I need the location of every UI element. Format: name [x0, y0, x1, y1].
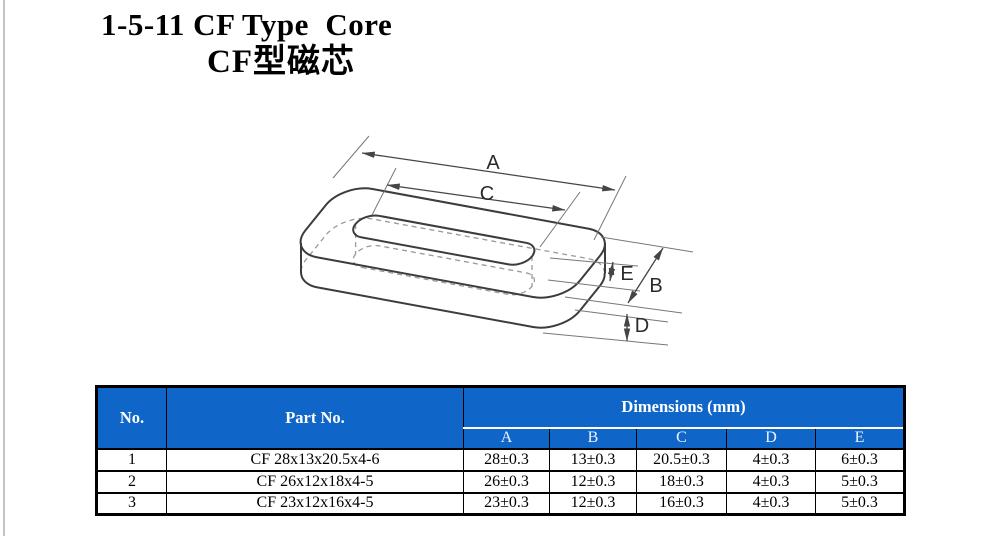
- dim-label-B: B: [649, 275, 662, 297]
- core-top-face: [288, 184, 618, 303]
- cell-no: 2: [96, 469, 167, 494]
- table-row: 1 CF 28x13x20.5x4-6 28±0.3 13±0.3 20.5±0…: [96, 447, 906, 472]
- cell-no: 3: [96, 491, 167, 516]
- subcol-header-a: A: [463, 427, 550, 449]
- cell-dim-a: 23±0.3: [463, 491, 550, 516]
- dim-label-D: D: [635, 315, 649, 337]
- cell-dim-e: 6±0.3: [814, 447, 906, 472]
- dim-line-E: [607, 261, 616, 282]
- cell-dim-a: 26±0.3: [463, 469, 550, 494]
- dim-line-A: [361, 151, 616, 192]
- cell-dim-d: 4±0.3: [726, 447, 816, 472]
- title-block: 1-5-11 CF Type Core CF型磁芯: [101, 7, 393, 81]
- cell-dim-b: 12±0.3: [549, 469, 637, 494]
- col-header-dimensions: Dimensions (mm): [462, 386, 906, 429]
- core-bottom-hidden-edges: [296, 214, 612, 322]
- col-header-no: No.: [96, 386, 167, 449]
- cell-dim-e: 5±0.3: [814, 469, 906, 494]
- subcol-header-c: C: [636, 427, 727, 449]
- cell-dim-d: 4±0.3: [726, 469, 816, 494]
- cell-dim-d: 4±0.3: [726, 491, 816, 516]
- cell-no: 1: [96, 447, 167, 472]
- page-left-edge-line: [3, 0, 5, 536]
- subcol-header-e: E: [814, 427, 906, 449]
- table-row: 3 CF 23x12x16x4-5 23±0.3 12±0.3 16±0.3 4…: [96, 491, 906, 516]
- cell-part-no: CF 28x13x20.5x4-6: [166, 447, 464, 472]
- dim-line-C: [386, 183, 566, 212]
- cell-dim-c: 16±0.3: [636, 491, 727, 516]
- dim-label-C: C: [480, 183, 494, 205]
- page-title: 1-5-11 CF Type Core: [101, 7, 393, 42]
- cell-dim-b: 13±0.3: [549, 447, 637, 472]
- dimensions-table: No. Part No. Dimensions (mm) A B C D E 1…: [95, 385, 907, 516]
- dim-label-E: E: [620, 263, 633, 285]
- table-subheader-row: A B C D E: [97, 427, 906, 449]
- dimension-lines: [361, 151, 664, 342]
- dim-line-B: [627, 247, 664, 304]
- extension-lines: [332, 135, 694, 346]
- cell-dim-e: 5±0.3: [814, 491, 906, 516]
- cell-dim-a: 28±0.3: [463, 447, 550, 472]
- subcol-header-d: D: [726, 427, 816, 449]
- cell-part-no: CF 23x12x16x4-5: [166, 491, 464, 516]
- page-subtitle-chinese: CF型磁芯: [207, 44, 355, 81]
- table-row: 2 CF 26x12x18x4-5 26±0.3 12±0.3 18±0.3 4…: [96, 469, 906, 494]
- cell-dim-c: 18±0.3: [636, 469, 727, 494]
- core-bottom-front-edge: [293, 224, 610, 332]
- cell-dim-b: 12±0.3: [549, 491, 637, 516]
- col-header-part-no: Part No.: [166, 386, 464, 449]
- dim-label-A: A: [486, 152, 500, 174]
- table-header-row: No. Part No. Dimensions (mm): [96, 386, 906, 449]
- cell-dim-c: 20.5±0.3: [636, 447, 727, 472]
- subcol-header-b: B: [549, 427, 637, 449]
- cell-part-no: CF 26x12x18x4-5: [166, 469, 464, 494]
